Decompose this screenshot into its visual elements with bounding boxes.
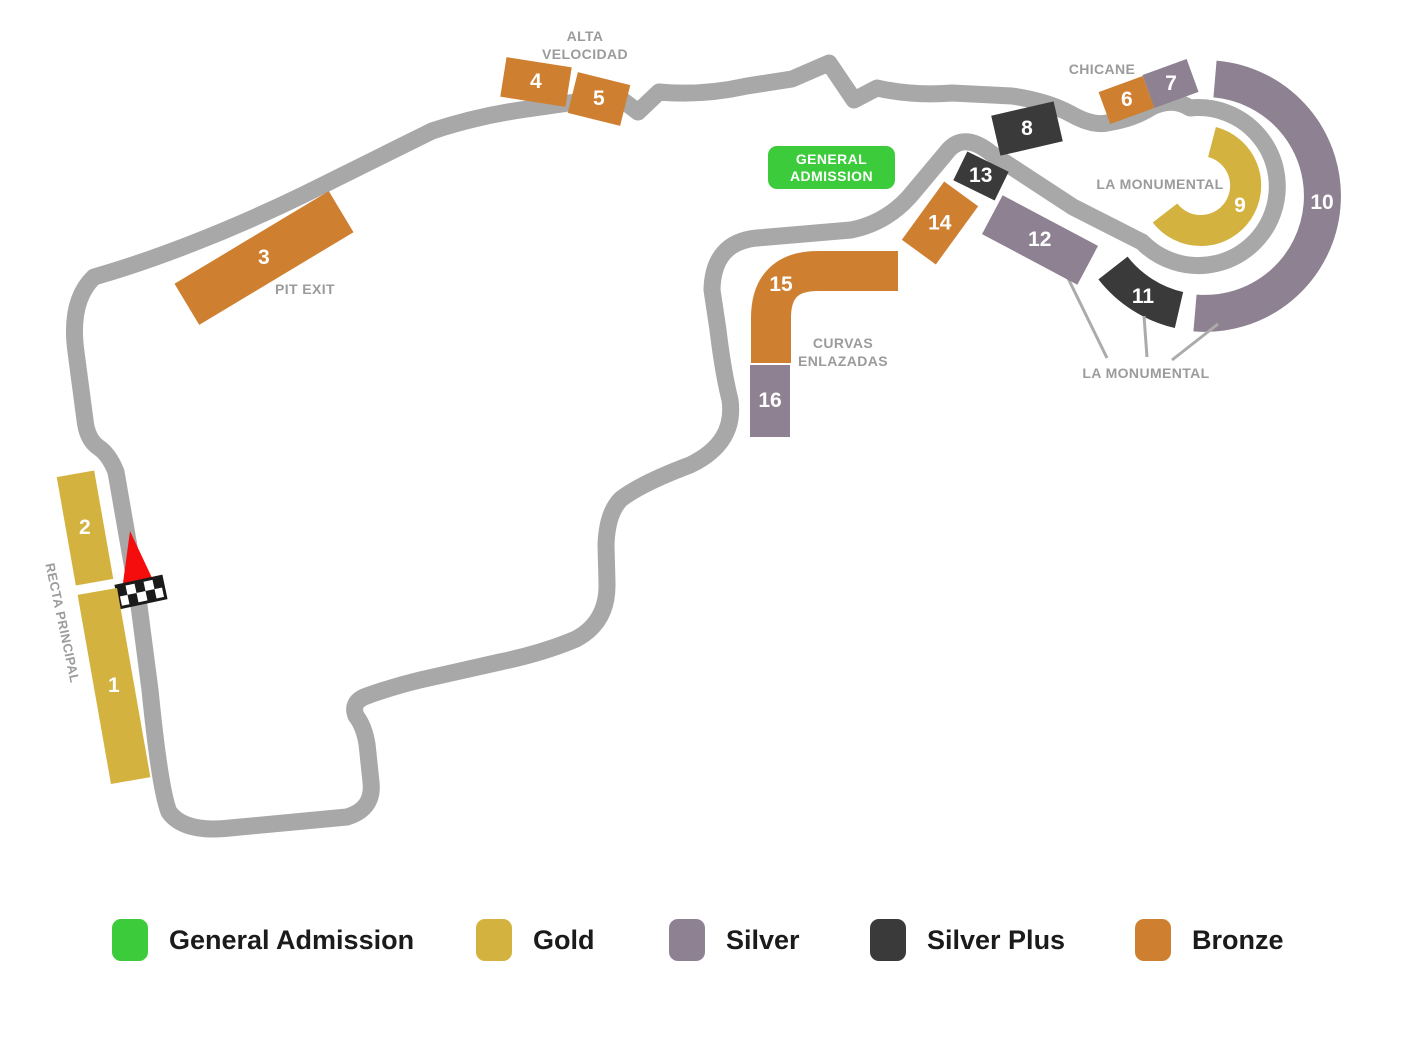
silver-swatch-icon (669, 919, 705, 961)
label-alta-velocidad-line2: VELOCIDAD (541, 46, 629, 62)
stand-6-number: 6 (1120, 88, 1133, 111)
stand-12-number: 12 (1028, 227, 1052, 251)
label-curvas-line2: ENLAZADAS (798, 353, 888, 369)
label-curvas-enlazadas: CURVAS ENLAZADAS (763, 334, 923, 370)
general-admission-line1: GENERAL (795, 150, 868, 167)
bronze-swatch-icon (1135, 919, 1171, 961)
stand-2-number: 2 (79, 516, 91, 539)
legend-item-general-admission: General Admission (112, 918, 414, 962)
stand-10-arc[interactable] (1193, 60, 1341, 332)
stand-3-number: 3 (258, 246, 270, 269)
label-curvas-line1: CURVAS (812, 335, 874, 351)
general-admission-badge[interactable]: GENERAL ADMISSION (768, 146, 895, 189)
legend-item-gold: Gold (476, 918, 595, 962)
stand-13-number: 13 (969, 163, 993, 187)
label-la-monumental-inner: LA MONUMENTAL (1096, 176, 1224, 192)
legend-item-silver: Silver (669, 918, 800, 962)
stand-8-number: 8 (1021, 116, 1033, 140)
legend-label-general-admission: General Admission (169, 924, 415, 955)
label-chicane: CHICANE (1068, 61, 1136, 77)
stand-16[interactable]: 16 (750, 365, 790, 437)
monumental-connector-line (1063, 271, 1109, 359)
general-admission-swatch-icon (112, 919, 148, 961)
legend-label-silver: Silver (726, 924, 800, 955)
label-pit-exit: PIT EXIT (275, 281, 335, 297)
legend-label-bronze: Bronze (1192, 924, 1284, 955)
stand-11-arc[interactable] (1098, 256, 1184, 329)
track-path (65, 54, 1286, 838)
label-la-monumental-outer: LA MONUMENTAL (1082, 365, 1210, 381)
label-alta-velocidad-line1: ALTA (566, 28, 604, 44)
silver-plus-swatch-icon (870, 919, 906, 961)
stand-4-number: 4 (530, 70, 542, 93)
legend: General Admission Gold Silver Silver Plu… (0, 910, 1414, 980)
label-alta-velocidad: ALTA VELOCIDAD (505, 27, 665, 63)
monumental-connector-line (1171, 322, 1219, 362)
legend-item-bronze: Bronze (1135, 918, 1284, 962)
start-arrow-icon (123, 531, 153, 583)
stand-14-number: 14 (928, 211, 952, 235)
legend-item-silver-plus: Silver Plus (870, 918, 1065, 962)
legend-label-silver-plus: Silver Plus (927, 924, 1066, 955)
stand-15-band[interactable] (751, 251, 898, 363)
stand-16-number: 16 (758, 389, 782, 412)
stand-5-number: 5 (593, 87, 605, 110)
legend-label-gold: Gold (533, 924, 595, 955)
monumental-connector-line (1142, 315, 1149, 358)
general-admission-line2: ADMISSION (790, 167, 873, 184)
checkered-flag-icon (114, 574, 168, 610)
stand-9-arc[interactable] (1152, 127, 1262, 246)
stand-1-number: 1 (108, 674, 120, 697)
gold-swatch-icon (476, 919, 512, 961)
